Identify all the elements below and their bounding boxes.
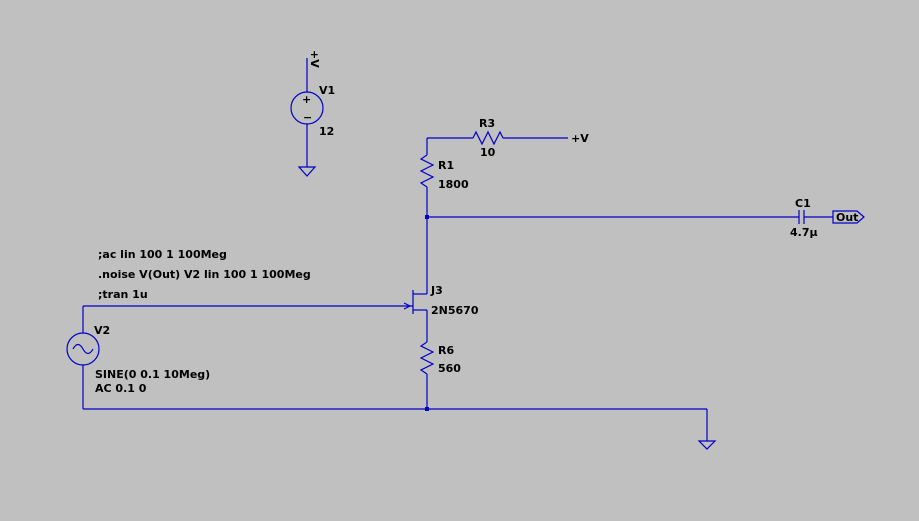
r3-resistor[interactable]: +V R3 10 xyxy=(426,117,589,159)
j3-value: 2N5670 xyxy=(431,304,479,317)
c1-capacitor[interactable]: C1 4.7µ xyxy=(790,197,818,239)
v1-value: 12 xyxy=(319,125,334,138)
c1-value: 4.7µ xyxy=(790,226,818,239)
r6-resistor[interactable]: R6 560 xyxy=(419,341,461,409)
r6-ref: R6 xyxy=(438,344,454,357)
r3-ref: R3 xyxy=(479,117,495,130)
r1-ref: R1 xyxy=(438,159,454,172)
out-port-icon xyxy=(832,210,865,224)
j3-ref: J3 xyxy=(430,284,443,297)
ground-icon xyxy=(697,440,717,450)
r6-value: 560 xyxy=(438,362,461,375)
j3-jfet[interactable]: J3 2N5670 xyxy=(403,284,479,342)
v1-minus-sign: − xyxy=(303,111,312,124)
v1-ground-icon xyxy=(297,166,317,177)
directive-ac[interactable]: ;ac lin 100 1 100Meg xyxy=(98,248,227,261)
v2-value-line2: AC 0.1 0 xyxy=(95,382,147,395)
directive-tran[interactable]: ;tran 1u xyxy=(98,288,148,301)
out-port[interactable]: Out xyxy=(832,210,865,224)
v1-source[interactable]: +V + − V1 12 xyxy=(290,50,335,177)
c1-ref: C1 xyxy=(795,197,811,210)
v2-value-line1: SINE(0 0.1 10Meg) xyxy=(95,368,210,381)
out-port-label: Out xyxy=(836,211,858,224)
v1-plus-sign: + xyxy=(302,93,311,106)
sine-wave-icon xyxy=(72,343,94,355)
r1-symbol xyxy=(419,154,435,188)
ground-junction xyxy=(425,407,429,411)
r3-symbol xyxy=(472,130,504,146)
r3-net-label: +V xyxy=(571,132,589,145)
v2-ref: V2 xyxy=(94,324,110,337)
v1-ref: V1 xyxy=(319,84,335,97)
directive-noise[interactable]: .noise V(Out) V2 lin 100 1 100Meg xyxy=(98,268,311,281)
v1-net-label: +V xyxy=(308,50,321,68)
r1-value: 1800 xyxy=(438,178,469,191)
v2-source[interactable]: V2 SINE(0 0.1 10Meg) AC 0.1 0 xyxy=(66,306,210,409)
r6-symbol xyxy=(419,341,435,375)
r3-value: 10 xyxy=(480,146,496,159)
r1-resistor[interactable]: R1 1800 xyxy=(419,154,469,286)
